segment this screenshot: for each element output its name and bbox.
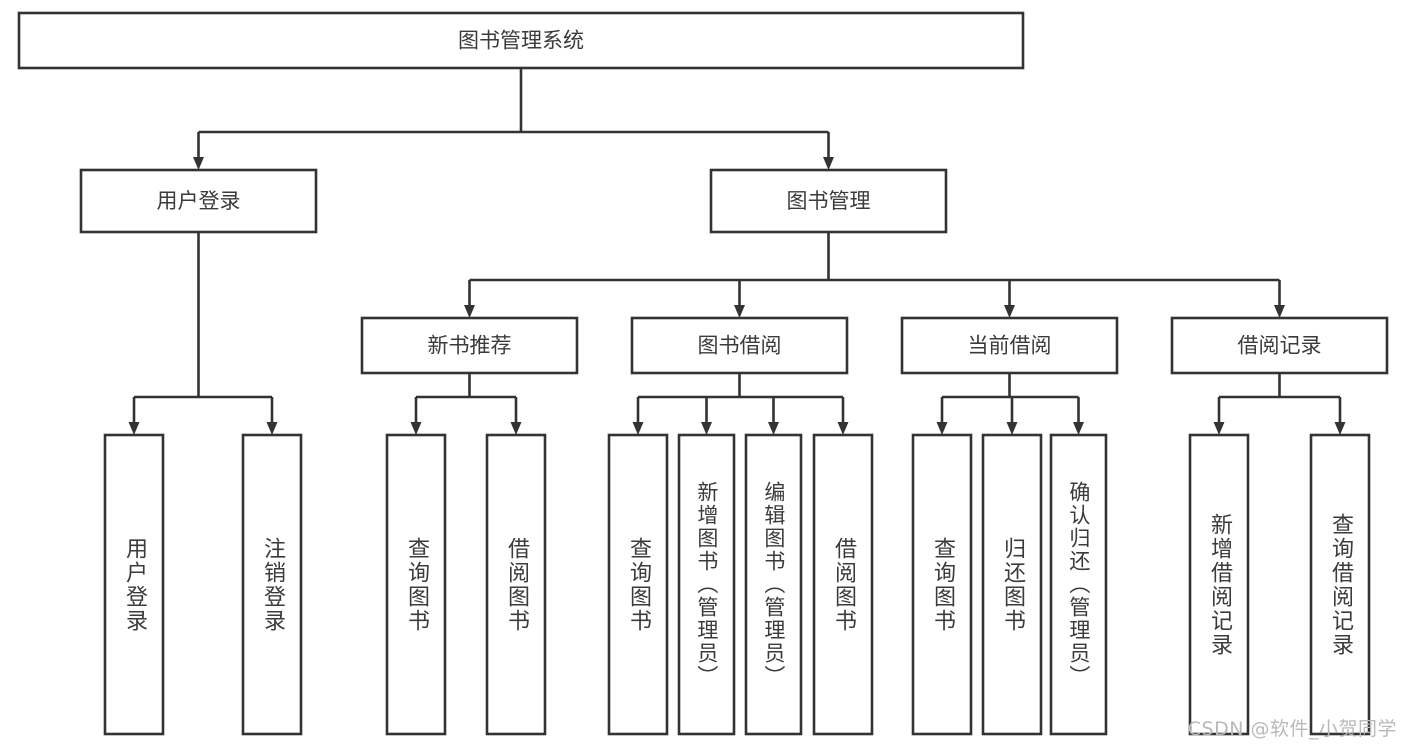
node-box-book-manage[interactable] — [709, 168, 948, 234]
node-box-new-book-rec[interactable] — [360, 316, 579, 375]
node-box-leaf-query-book-2[interactable] — [607, 433, 669, 736]
arrow-head-leaf-add-record — [1213, 422, 1225, 435]
node-box-leaf-borrow-book-1[interactable] — [485, 433, 547, 736]
watermark-text: CSDN @软件_小贺同学 — [1187, 718, 1397, 740]
arrow-head-leaf-query-book-1 — [410, 422, 422, 435]
node-box-book-borrow[interactable] — [630, 316, 849, 375]
node-label-root: 图书管理系统 — [458, 29, 584, 53]
node-label-book-borrow: 图书借阅 — [698, 334, 782, 358]
node-box-leaf-add-book[interactable] — [677, 433, 736, 736]
arrow-head-user-login — [193, 157, 204, 170]
node-box-current-borrow[interactable] — [900, 316, 1119, 375]
node-box-user-login[interactable] — [79, 168, 318, 234]
node-box-layer — [17, 11, 1389, 736]
node-box-borrow-record[interactable] — [1170, 316, 1389, 375]
node-box-leaf-logout[interactable] — [241, 433, 303, 736]
node-box-leaf-query-book-1[interactable] — [385, 433, 447, 736]
node-box-root[interactable] — [17, 11, 1025, 70]
node-box-leaf-borrow-book-2[interactable] — [812, 433, 874, 736]
arrow-head-leaf-user-login — [128, 422, 140, 435]
arrow-head-borrow-record — [1274, 305, 1285, 318]
arrow-head-new-book-rec — [464, 305, 475, 318]
arrow-head-leaf-confirm-return — [1073, 422, 1084, 435]
arrow-head-leaf-logout — [266, 422, 278, 435]
connector-layer — [128, 68, 1346, 435]
node-label-borrow-record: 借阅记录 — [1238, 334, 1322, 358]
node-label-new-book-rec: 新书推荐 — [428, 334, 512, 358]
arrow-head-leaf-add-book — [701, 422, 712, 435]
arrow-head-leaf-borrow-book-2 — [837, 422, 849, 435]
node-label-current-borrow: 当前借阅 — [968, 334, 1052, 358]
arrow-head-leaf-return-book — [1006, 422, 1018, 435]
arrow-head-current-borrow — [1004, 305, 1015, 318]
node-box-leaf-return-book[interactable] — [981, 433, 1043, 736]
arrow-head-book-borrow — [734, 305, 745, 318]
node-box-leaf-confirm-return[interactable] — [1049, 433, 1108, 736]
node-box-leaf-query-record[interactable] — [1309, 433, 1371, 736]
node-box-leaf-add-record[interactable] — [1188, 433, 1250, 736]
arrow-head-leaf-query-book-2 — [632, 422, 644, 435]
node-label-book-manage: 图书管理 — [787, 189, 871, 213]
arrow-head-book-manage — [823, 157, 834, 170]
arrow-head-leaf-borrow-book-1 — [510, 422, 522, 435]
arrow-head-leaf-query-book-3 — [936, 422, 948, 435]
node-box-leaf-edit-book[interactable] — [744, 433, 803, 736]
node-box-leaf-user-login[interactable] — [103, 433, 165, 736]
node-box-leaf-query-book-3[interactable] — [911, 433, 973, 736]
arrow-head-leaf-query-record — [1334, 422, 1346, 435]
arrow-head-leaf-edit-book — [768, 422, 779, 435]
node-label-user-login: 用户登录 — [157, 189, 241, 213]
